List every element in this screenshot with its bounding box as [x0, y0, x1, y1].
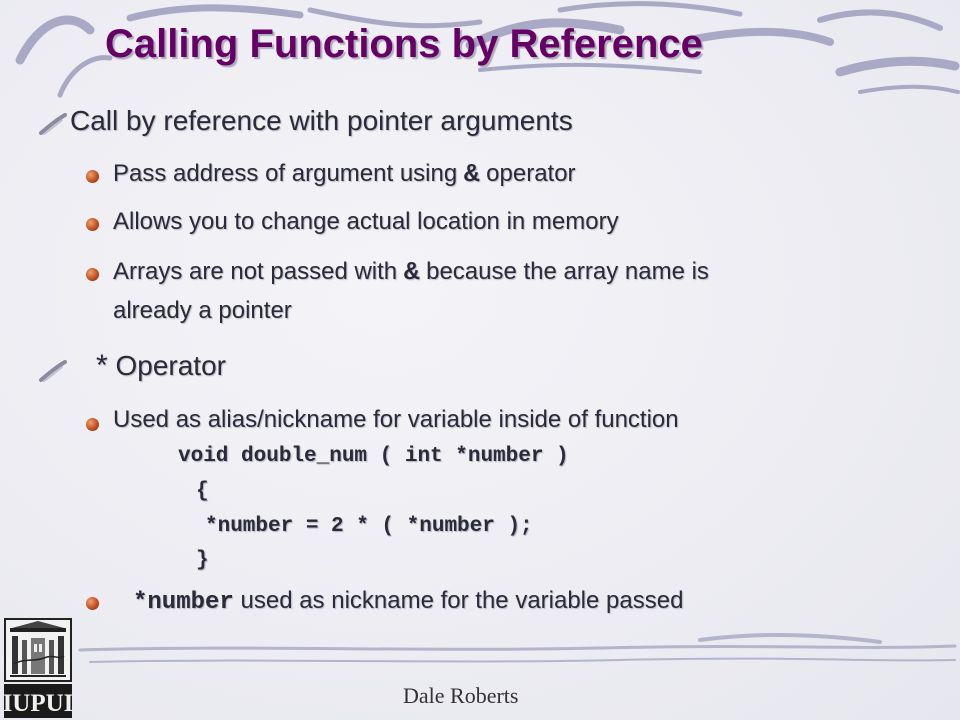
- ball-bullet-icon: [86, 597, 99, 610]
- sub-bullet-nickname: *number used as nickname for the variabl…: [133, 583, 683, 621]
- ball-bullet-icon: [86, 218, 99, 231]
- ball-bullet-icon: [86, 418, 99, 431]
- iupui-building-logo-icon: IUPUI: [4, 618, 72, 718]
- code-line-signature: void double_num ( int *number ): [178, 445, 569, 468]
- asterisk-operator: *: [96, 349, 108, 382]
- sub-bullet-text: Arrays are not passed with: [113, 258, 398, 285]
- ampersand-operator: &: [403, 257, 420, 287]
- bullet-star-operator: * Operator: [96, 349, 226, 383]
- sub-bullet-arrays-line2: already a pointer: [113, 297, 292, 324]
- sub-bullet-text: Pass address of argument using: [113, 160, 458, 187]
- sub-bullet-change-location: Allows you to change actual location in …: [113, 208, 619, 235]
- footer-author: Dale Roberts: [403, 683, 519, 708]
- sub-bullet-alias: Used as alias/nickname for variable insi…: [113, 406, 679, 433]
- brush-stroke-bullet-icon: [39, 360, 67, 382]
- bullet-call-by-reference: Call by reference with pointer arguments: [70, 105, 573, 136]
- code-line-open-brace: {: [196, 480, 209, 503]
- sub-bullet-text: because the array name is: [426, 258, 709, 285]
- code-line-body: *number = 2 * ( *number );: [205, 515, 533, 538]
- brush-stroke-bullet-icon: [39, 113, 67, 135]
- code-line-close-brace: }: [196, 549, 209, 572]
- sub-bullet-text: used as nickname for the variable passed: [240, 587, 684, 614]
- bullet-text: Operator: [115, 350, 226, 381]
- logo-text: IUPUI: [4, 690, 72, 717]
- ball-bullet-icon: [86, 170, 99, 183]
- sub-bullet-text: operator: [486, 160, 576, 187]
- slide-title: Calling Functions by Reference: [105, 22, 703, 66]
- ampersand-operator: &: [463, 159, 480, 189]
- ball-bullet-icon: [86, 268, 99, 281]
- sub-bullet-arrays: Arrays are not passed with & because the…: [113, 254, 709, 290]
- inline-code-number: *number: [133, 589, 234, 616]
- sub-bullet-pass-address: Pass address of argument using & operato…: [113, 156, 576, 192]
